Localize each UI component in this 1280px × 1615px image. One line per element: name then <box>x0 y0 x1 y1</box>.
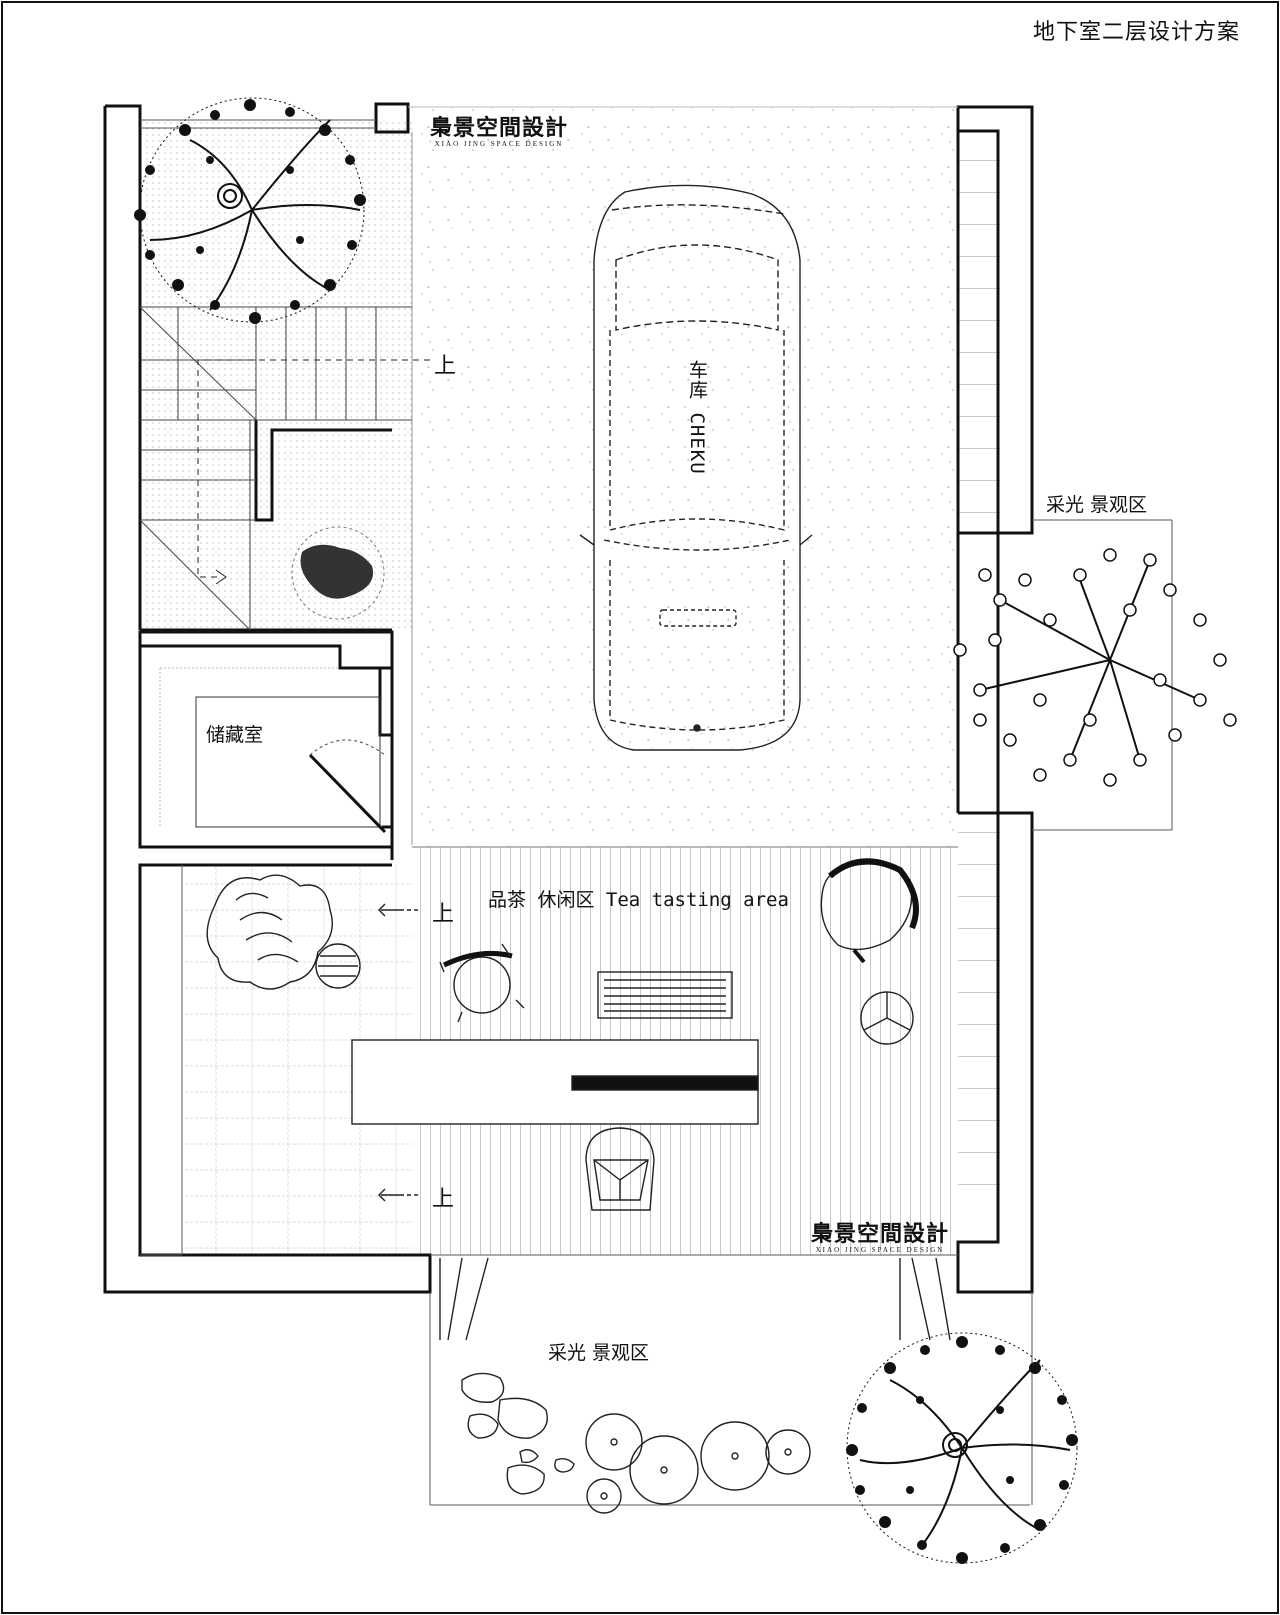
brand-name-zh: 梟景空間設計 <box>810 1221 949 1247</box>
storage-room <box>159 667 387 834</box>
east-strip <box>958 133 1000 533</box>
light-landscape-bottom-label: 采光 景观区 <box>548 1342 650 1364</box>
brand-name-en: XIAO JING SPACE DESIGN <box>434 140 564 148</box>
shrub-icon <box>585 1413 811 1514</box>
garage-label: 车库 CHEKU <box>686 360 708 475</box>
lounge-seat-icon <box>206 874 361 990</box>
tree-icon <box>134 97 366 324</box>
tree-icon <box>846 1332 1078 1564</box>
stone-icon <box>291 526 385 620</box>
rock-group-icon <box>461 1372 575 1495</box>
stair-up-mark: 上 <box>432 1187 455 1212</box>
east-strip-lower <box>958 813 1000 1213</box>
brand-name-en: XIAO JING SPACE DESIGN <box>815 1246 945 1254</box>
staircase <box>139 306 430 631</box>
storage-label: 储藏室 <box>206 724 264 746</box>
blossom-tree-icon <box>953 548 1237 787</box>
brand-name-zh: 梟景空間設計 <box>429 115 568 141</box>
car-icon <box>579 184 813 751</box>
light-landscape-right-label: 采光 景观区 <box>1046 494 1148 516</box>
tea-area-label: 品茶 休闲区 Tea tasting area <box>488 889 789 911</box>
tea-furniture <box>351 858 919 1211</box>
brand-logo-top: 梟景空間設計 XIAO JING SPACE DESIGN <box>414 110 584 148</box>
stair-floor <box>140 120 412 630</box>
garage-floor <box>412 107 958 847</box>
stair-up-mark: 上 <box>434 354 457 379</box>
brand-logo-bottom: 梟景空間設計 XIAO JING SPACE DESIGN <box>805 1216 955 1254</box>
stair-up-mark: 上 <box>432 902 455 927</box>
page-title: 地下室二层设计方案 <box>1032 20 1240 45</box>
